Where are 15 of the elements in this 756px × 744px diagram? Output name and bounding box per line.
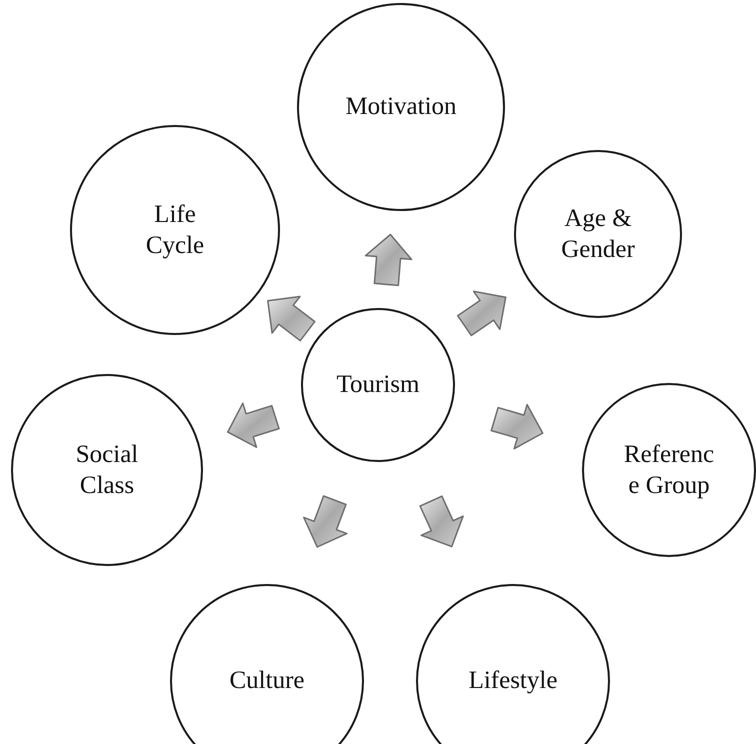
node-label: Social Class [74, 440, 140, 501]
block-arrow [364, 234, 412, 286]
block-arrow [490, 404, 544, 450]
block-arrow [226, 402, 280, 448]
block-arrow [303, 495, 348, 548]
node-label: Age & Gender [560, 204, 636, 265]
node-label: Referenc e Group [622, 440, 716, 501]
node-label: Culture [230, 666, 304, 696]
node-label: Tourism [336, 370, 420, 400]
node-label: Motivation [345, 92, 457, 122]
node-label: Lifestyle [468, 666, 558, 696]
block-arrow [419, 495, 464, 548]
block-arrow [456, 290, 506, 336]
block-arrow [267, 296, 316, 342]
node-label: Life Cycle [144, 200, 206, 261]
